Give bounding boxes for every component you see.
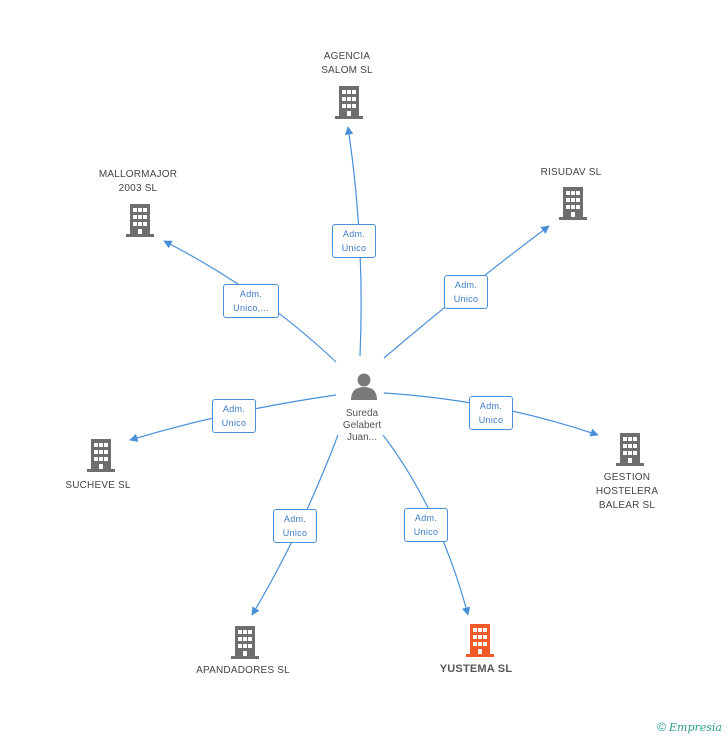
role-badge[interactable]: Adm.Unico [469, 396, 513, 430]
label-line: GESTION [603, 472, 651, 483]
center-name-line: Sureda [345, 408, 379, 419]
label-line: RISUDAV SL [540, 167, 602, 178]
center-name-line: Juan... [346, 432, 378, 443]
label-line: HOSTELERA [595, 486, 659, 497]
role-text: Adm.Unico [453, 280, 479, 304]
role-text: Adm.Unico [413, 513, 439, 537]
label-line: AGENCIA [323, 51, 371, 62]
label-line: APANDADORES SL [196, 665, 290, 676]
role-badge[interactable]: Adm.Unico [332, 224, 376, 258]
label-line: BALEAR SL [598, 500, 656, 511]
footer-brand[interactable]: © Empresia [657, 720, 722, 734]
building-icon[interactable] [85, 437, 117, 478]
company-label-sucheve[interactable]: SUCHEVE SL [65, 479, 130, 493]
building-icon[interactable] [333, 84, 365, 125]
company-label-gestion[interactable]: GESTION HOSTELERA BALEAR SL [596, 471, 658, 513]
building-icon[interactable] [614, 431, 646, 472]
company-label-mallormajor[interactable]: MALLORMAJOR 2003 SL [99, 168, 177, 196]
building-icon[interactable] [124, 202, 156, 243]
building-icon[interactable] [557, 185, 589, 226]
label-line: 2003 SL [118, 183, 158, 194]
company-label-yustema[interactable]: YUSTEMA SL [440, 662, 513, 676]
role-text: Adm.Unico,... [233, 289, 269, 313]
copyright-icon: © [657, 720, 666, 734]
role-text: Adm.Unico [341, 229, 367, 253]
person-icon[interactable] [349, 372, 379, 405]
building-icon[interactable] [229, 624, 261, 665]
building-icon-highlighted[interactable] [464, 622, 496, 663]
center-name-line: Gelabert [342, 420, 382, 431]
company-label-agencia[interactable]: AGENCIA SALOM SL [321, 50, 373, 78]
brand-logo: Empresia [669, 720, 722, 734]
role-text: Adm.Unico [478, 401, 504, 425]
role-text: Adm.Unico [282, 514, 308, 538]
role-badge[interactable]: Adm.Unico [273, 509, 317, 543]
label-line: SUCHEVE SL [65, 480, 131, 491]
role-badge[interactable]: Adm.Unico [212, 399, 256, 433]
role-badge[interactable]: Adm.Unico,... [223, 284, 279, 318]
role-text: Adm.Unico [221, 404, 247, 428]
label-line: MALLORMAJOR [98, 169, 178, 180]
label-line: SALOM SL [321, 65, 373, 76]
company-label-risudav[interactable]: RISUDAV SL [541, 166, 602, 180]
label-line: YUSTEMA SL [439, 663, 513, 675]
center-person-name[interactable]: Sureda Gelabert Juan... [343, 408, 381, 444]
role-badge[interactable]: Adm.Unico [444, 275, 488, 309]
company-label-apandadores[interactable]: APANDADORES SL [196, 664, 290, 678]
role-badge[interactable]: Adm.Unico [404, 508, 448, 542]
